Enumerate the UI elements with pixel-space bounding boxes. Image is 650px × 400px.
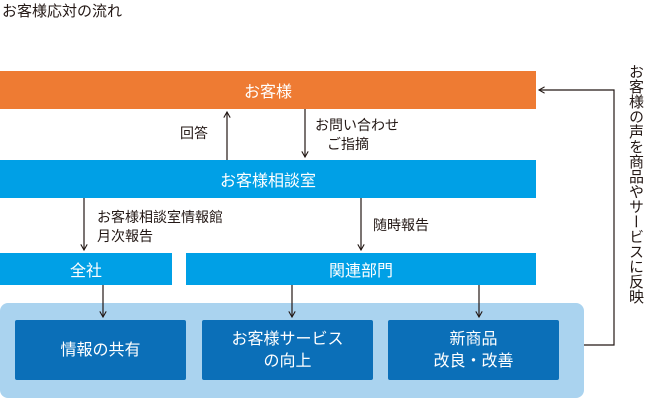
related-departments-label: 関連部門 — [328, 261, 393, 280]
monthly-report-label: お客様相談室情報館 — [97, 210, 223, 226]
customer-box: お客様 — [0, 71, 536, 109]
result-line: 新商品 — [449, 329, 498, 348]
company-label: 全社 — [69, 261, 102, 280]
inquiry-label: お問い合わせ — [315, 118, 399, 134]
feedback-label: お客様の声を商品やサービスに反映 — [627, 64, 645, 304]
feedback-loop-arrow — [537, 86, 615, 346]
result-box-service: お客様サービス の向上 — [202, 320, 373, 380]
consultation-room-label: お客様相談室 — [219, 171, 316, 190]
inquiry-label: ご指摘 — [327, 137, 369, 153]
diagram-title: お客様応対の流れ — [2, 2, 123, 20]
result-line: お客様サービス — [231, 329, 344, 348]
result-box-product: 新商品 改良・改善 — [388, 320, 559, 380]
adhoc-report-label: 随時報告 — [373, 218, 429, 234]
company-box: 全社 — [0, 253, 172, 285]
result-box-sharing: 情報の共有 — [15, 320, 186, 380]
monthly-report-label: 月次報告 — [97, 229, 153, 245]
result-line: 改良・改善 — [433, 351, 514, 370]
answer-label: 回答 — [180, 126, 208, 142]
result-line: 情報の共有 — [60, 340, 141, 359]
result-line: の向上 — [263, 351, 312, 370]
consultation-room-box: お客様相談室 — [0, 160, 536, 198]
customer-label: お客様 — [243, 82, 292, 101]
related-departments-box: 関連部門 — [186, 253, 536, 285]
